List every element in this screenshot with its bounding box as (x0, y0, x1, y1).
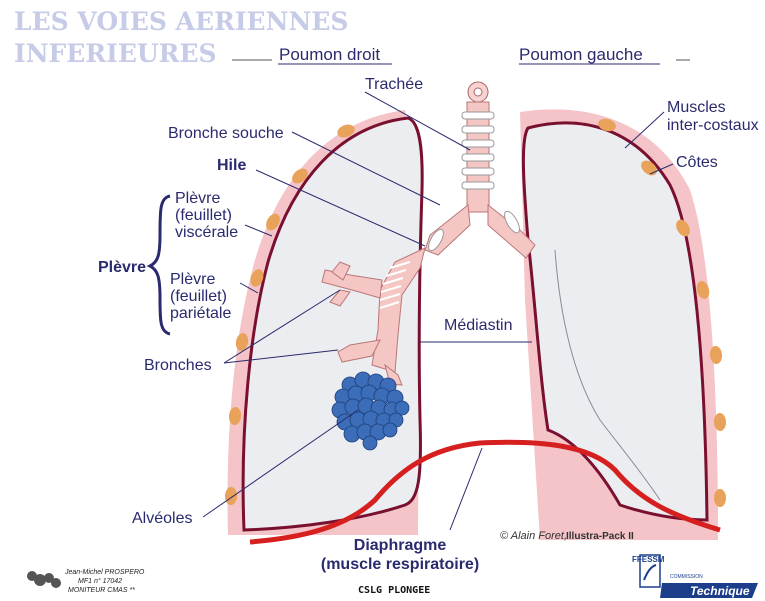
author-name: Jean-Michel PROSPERO (64, 569, 145, 576)
logo-commission: COMMISSION (670, 574, 703, 580)
label-bronchi: Bronches (144, 357, 212, 374)
label-mediastinum: Médiastin (444, 317, 512, 334)
label-intercostal-muscles-2: inter-costaux (667, 117, 759, 134)
author-mf1: MF1 n° 17042 (78, 577, 122, 585)
label-pleura: Plèvre (98, 259, 146, 276)
label-visceral-pleura-2: (feuillet) (175, 207, 232, 224)
label-diaphragm-2: (muscle respiratoire) (321, 556, 479, 573)
label-parietal-pleura-1: Plèvre (170, 271, 215, 288)
label-hilum: Hile (217, 157, 246, 174)
credit-copyright: © Alain Foret, (500, 530, 567, 542)
label-visceral-pleura-3: viscérale (175, 224, 238, 241)
label-ribs: Côtes (676, 154, 718, 171)
label-alveoli: Alvéoles (132, 510, 192, 527)
title-line-1: LES VOIES AERIENNES (14, 7, 348, 36)
author-cmas: MONITEUR CMAS ** (68, 587, 135, 594)
label-main-bronchus: Bronche souche (168, 125, 284, 142)
label-parietal-pleura-2: (feuillet) (170, 288, 227, 305)
label-visceral-pleura-1: Plèvre (175, 190, 220, 207)
label-diaphragm-1: Diaphragme (354, 537, 447, 554)
ffessm-logo: FFESSM COMMISSION Technique (632, 555, 758, 598)
logo-org: FFESSM (632, 555, 665, 564)
heading-left-lung: Poumon gauche (519, 45, 643, 64)
credit-pack: Illustra-Pack II (566, 531, 634, 542)
pleura-brace (150, 196, 170, 334)
main-bronchi (425, 205, 535, 258)
diver-logo (27, 571, 61, 588)
club-name: CSLG PLONGEE (358, 585, 430, 596)
trachea (462, 82, 494, 212)
label-trachea: Trachée (365, 76, 423, 93)
logo-name: Technique (690, 584, 750, 598)
heading-right-lung: Poumon droit (279, 45, 380, 64)
label-parietal-pleura-3: pariétale (170, 305, 231, 322)
label-intercostal-muscles-1: Muscles (667, 99, 726, 116)
title-line-2: INFERIEURES (14, 39, 217, 68)
